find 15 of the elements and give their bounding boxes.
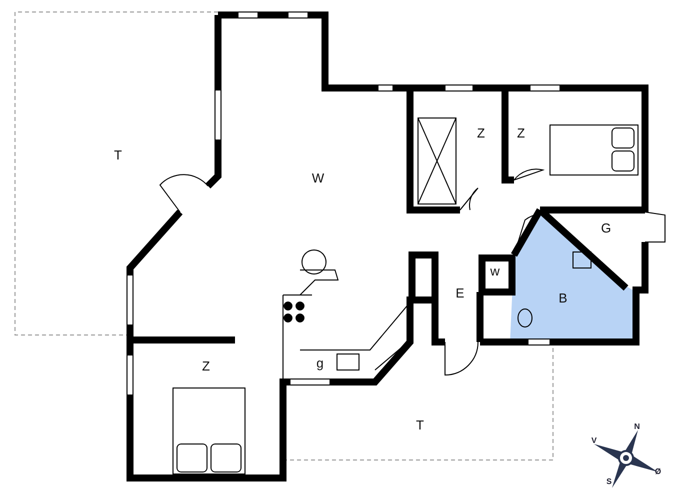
room-label: Z — [202, 360, 210, 372]
room-label: G — [600, 222, 612, 234]
room-label: Z — [477, 126, 485, 140]
room-label: W — [312, 172, 324, 184]
compass-letter: V — [591, 437, 597, 445]
room-label: E — [456, 286, 464, 300]
room-label: g — [316, 356, 324, 370]
room-label: B — [558, 292, 568, 304]
compass-letter: S — [606, 478, 612, 486]
room-label: T — [416, 418, 424, 432]
room-label: T — [114, 148, 122, 162]
room-label: Z — [517, 126, 525, 140]
room-label: w — [490, 264, 500, 278]
compass-letter: N — [634, 423, 640, 431]
compass-letter: Ø — [654, 468, 662, 476]
